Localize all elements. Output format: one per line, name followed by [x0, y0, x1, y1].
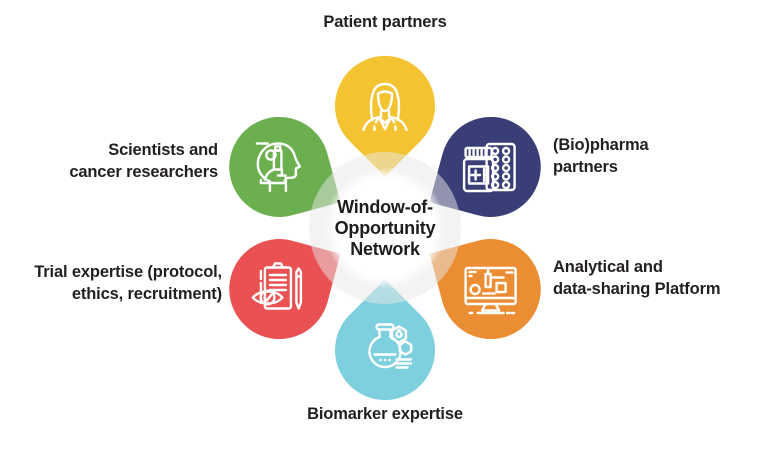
patient-icon	[362, 82, 408, 132]
label-line: data-sharing Platform	[553, 280, 721, 298]
center-title-line: Window-of-	[337, 196, 433, 217]
label-line: Analytical and	[553, 258, 663, 276]
center-title-line: Network	[350, 238, 420, 259]
label-trial-expertise: Trial expertise (protocol, ethics, recru…	[34, 261, 222, 305]
label-line: cancer researchers	[69, 163, 218, 181]
monitor-icon	[464, 266, 517, 315]
center-title: Window-of- Opportunity Network	[303, 184, 467, 272]
label-line: (Bio)pharma	[553, 136, 649, 154]
label-patient-partners: Patient partners	[323, 13, 447, 31]
checklist-eye-icon	[251, 262, 303, 310]
pills-icon	[462, 142, 516, 193]
center-disc	[324, 167, 446, 289]
label-line: ethics, recruitment)	[71, 285, 222, 303]
label-biomarker-expertise: Biomarker expertise	[307, 405, 463, 423]
label-analytical-platform: Analytical and data-sharing Platform	[553, 256, 721, 300]
flask-icon	[368, 323, 413, 369]
head-microscope-icon	[255, 142, 302, 193]
label-line: Scientists and	[108, 141, 218, 159]
label-line: partners	[553, 158, 618, 176]
center-title-line: Opportunity	[334, 217, 436, 238]
label-biopharma-partners: (Bio)pharma partners	[553, 134, 649, 178]
label-scientists-researchers: Scientists and cancer researchers	[69, 139, 218, 183]
label-line: Trial expertise (protocol,	[34, 263, 222, 281]
